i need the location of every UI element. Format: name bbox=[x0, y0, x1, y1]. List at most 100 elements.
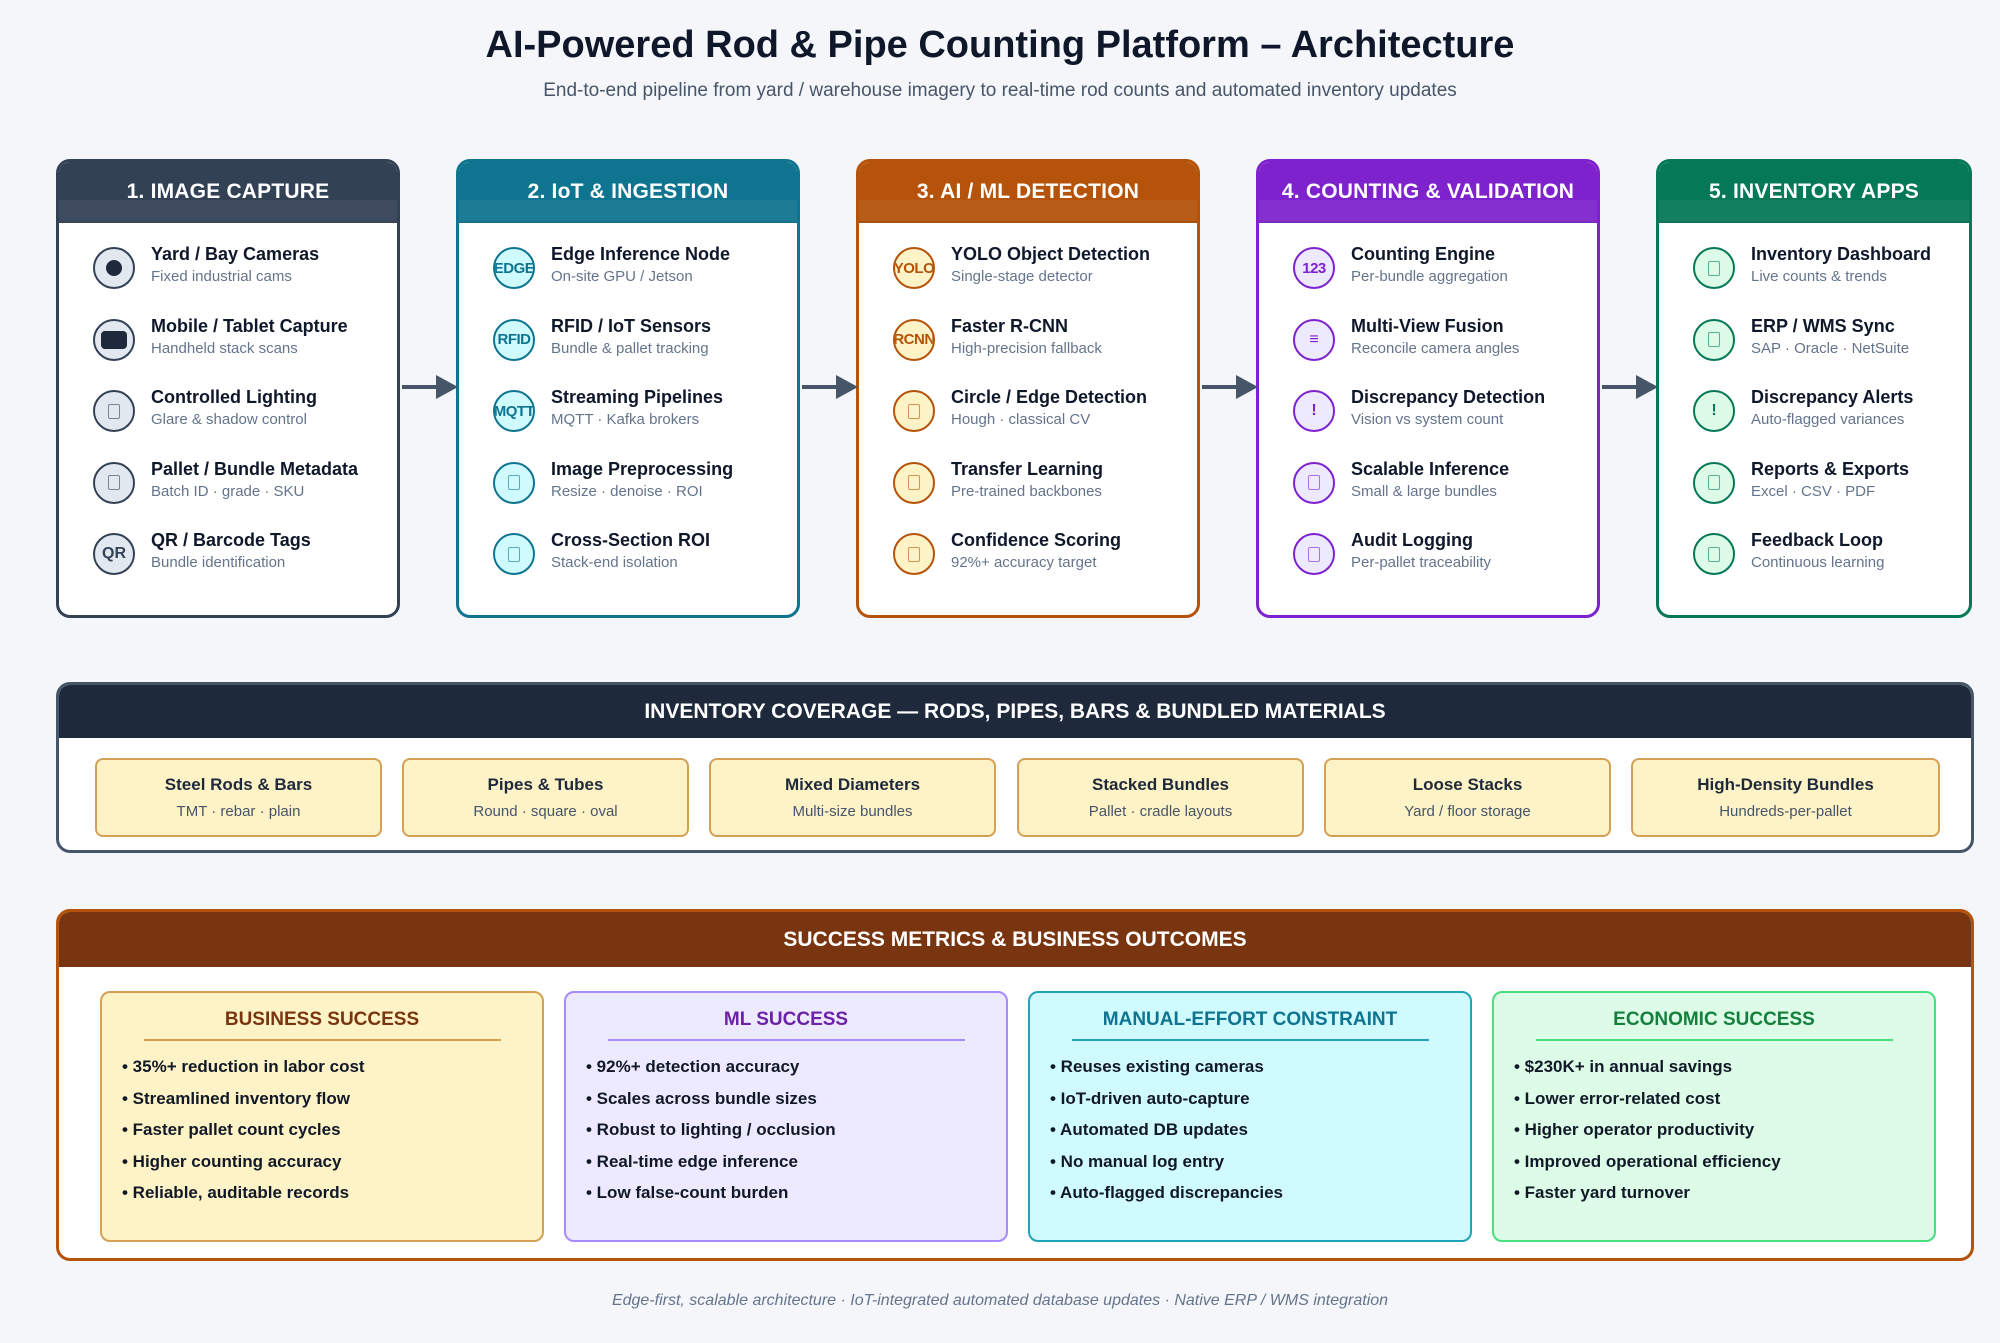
metric-item: • Higher counting accuracy bbox=[122, 1151, 342, 1171]
metric-item: • 35%+ reduction in labor cost bbox=[122, 1057, 365, 1076]
confidence-icon bbox=[893, 533, 935, 575]
stage-item: RCNN Faster R-CNN High-precision fallback bbox=[893, 315, 1197, 387]
coverage-tile-title: Stacked Bundles bbox=[1092, 775, 1229, 794]
stage-item-subtitle: SAP · Oracle · NetSuite bbox=[1751, 339, 1910, 357]
stage-title: 2. IoT & INGESTION bbox=[459, 162, 797, 223]
scale-icon bbox=[1293, 461, 1335, 504]
stage-item-title: Edge Inference Node bbox=[551, 244, 731, 264]
stage-item-title: Scalable Inference bbox=[1351, 458, 1510, 479]
stage-item-title: Discrepancy Detection bbox=[1351, 387, 1546, 407]
coverage-tile-subtitle: Pallet · cradle layouts bbox=[1088, 803, 1233, 820]
stage-item-subtitle: Handheld stack scans bbox=[151, 339, 298, 357]
metric-card-title: ML SUCCESS bbox=[607, 1009, 965, 1041]
coverage-panel: INVENTORY COVERAGE — RODS, PIPES, BARS &… bbox=[56, 682, 1974, 853]
footer-note: Edge-first, scalable architecture · IoT-… bbox=[611, 1292, 1389, 1309]
stage-item-subtitle: Bundle & pallet tracking bbox=[551, 339, 709, 357]
stage-item-title: ERP / WMS Sync bbox=[1751, 315, 1895, 336]
stage-item-subtitle: Hough · classical CV bbox=[951, 411, 1091, 428]
stage-item-subtitle: Reconcile camera angles bbox=[1351, 339, 1520, 357]
metric-item: • Robust to lighting / occlusion bbox=[586, 1120, 836, 1139]
stage-title: 5. INVENTORY APPS bbox=[1659, 162, 1969, 223]
metric-card-title: BUSINESS SUCCESS bbox=[143, 1009, 501, 1041]
metric-item: • Lower error-related cost bbox=[1514, 1088, 1721, 1108]
metric-item: • IoT-driven auto-capture bbox=[1050, 1088, 1250, 1108]
crop-icon bbox=[493, 533, 535, 575]
dashboard-icon bbox=[1693, 247, 1735, 289]
metric-item: • Improved operational efficiency bbox=[1514, 1151, 1781, 1171]
stage-item-subtitle: Pre-trained backbones bbox=[951, 482, 1102, 500]
icon-label: RFID bbox=[497, 331, 532, 348]
stage-item-subtitle: High-precision fallback bbox=[951, 339, 1102, 357]
stage-item-title: Confidence Scoring bbox=[951, 530, 1122, 550]
report-icon bbox=[1693, 461, 1735, 504]
coverage-tile-title: Pipes & Tubes bbox=[487, 775, 604, 794]
stage-item-subtitle: On-site GPU / Jetson bbox=[551, 268, 693, 285]
metric-item: • Reliable, auditable records bbox=[122, 1183, 350, 1202]
metric-item: • No manual log entry bbox=[1050, 1151, 1225, 1171]
stage-item-title: Yard / Bay Cameras bbox=[151, 244, 320, 264]
metric-item: • Faster yard turnover bbox=[1514, 1183, 1691, 1202]
fusion-icon: ≡ bbox=[1293, 318, 1335, 361]
stage-item-subtitle: Auto-flagged variances bbox=[1751, 411, 1905, 428]
metric-item: • Higher operator productivity bbox=[1514, 1120, 1755, 1139]
icon-label: YOLO bbox=[893, 259, 935, 277]
stage-item-subtitle: Per-pallet traceability bbox=[1351, 554, 1492, 571]
stage-item-title: Mobile / Tablet Capture bbox=[151, 315, 348, 336]
coverage-tile-subtitle: TMT · rebar · plain bbox=[176, 803, 301, 820]
feedback-icon bbox=[1693, 533, 1735, 575]
metric-item: • Real-time edge inference bbox=[586, 1151, 798, 1171]
stage-item-subtitle: Vision vs system count bbox=[1351, 411, 1504, 428]
circle-detect-icon bbox=[893, 390, 935, 432]
stage-item-title: Image Preprocessing bbox=[551, 458, 734, 479]
metric-card: ML SUCCESS• 92%+ detection accuracy• Sca… bbox=[564, 991, 1008, 1242]
yolo-icon: YOLO bbox=[893, 247, 935, 289]
clipboard-icon bbox=[93, 461, 135, 504]
lightbulb-icon bbox=[93, 390, 135, 432]
metric-card: BUSINESS SUCCESS • 35%+ reduction in labo… bbox=[100, 991, 544, 1242]
metric-card-title: ECONOMIC SUCCESS bbox=[1535, 1009, 1893, 1041]
metric-card-title: MANUAL-EFFORT CONSTRAINT bbox=[1071, 1009, 1429, 1041]
stage-item-title: Multi-View Fusion bbox=[1351, 315, 1504, 336]
stage-title: 4. COUNTING & VALIDATION bbox=[1259, 162, 1597, 223]
transfer-icon bbox=[893, 461, 935, 504]
icon-label: MQTT bbox=[493, 402, 535, 420]
metric-card: ECONOMIC SUCCESS • $230K+ in annual savin… bbox=[1492, 991, 1936, 1242]
stage-item-subtitle: Live counts & trends bbox=[1751, 268, 1887, 285]
stage-item-subtitle: Bundle identification bbox=[151, 554, 286, 571]
stage-item-title: Cross-Section ROI bbox=[551, 530, 711, 550]
stage-item-title: Counting Engine bbox=[1351, 244, 1495, 264]
metric-item: • $230K+ in annual savings bbox=[1514, 1057, 1733, 1076]
stage-item-title: Feedback Loop bbox=[1751, 530, 1884, 550]
coverage-tile-title: Mixed Diameters bbox=[784, 775, 921, 794]
coverage-tile-title: Loose Stacks bbox=[1412, 775, 1523, 794]
icon-label: ≡ bbox=[1309, 330, 1319, 348]
coverage-tile-subtitle: Yard / floor storage bbox=[1404, 803, 1531, 820]
metric-item: • Reuses existing cameras bbox=[1050, 1057, 1264, 1076]
rcnn-icon: RCNN bbox=[893, 318, 935, 361]
stage-item-title: Audit Logging bbox=[1351, 530, 1473, 550]
tablet-icon bbox=[93, 318, 135, 361]
stage-item-title: Faster R-CNN bbox=[951, 315, 1069, 336]
metric-item: • Automated DB updates bbox=[1050, 1120, 1248, 1139]
